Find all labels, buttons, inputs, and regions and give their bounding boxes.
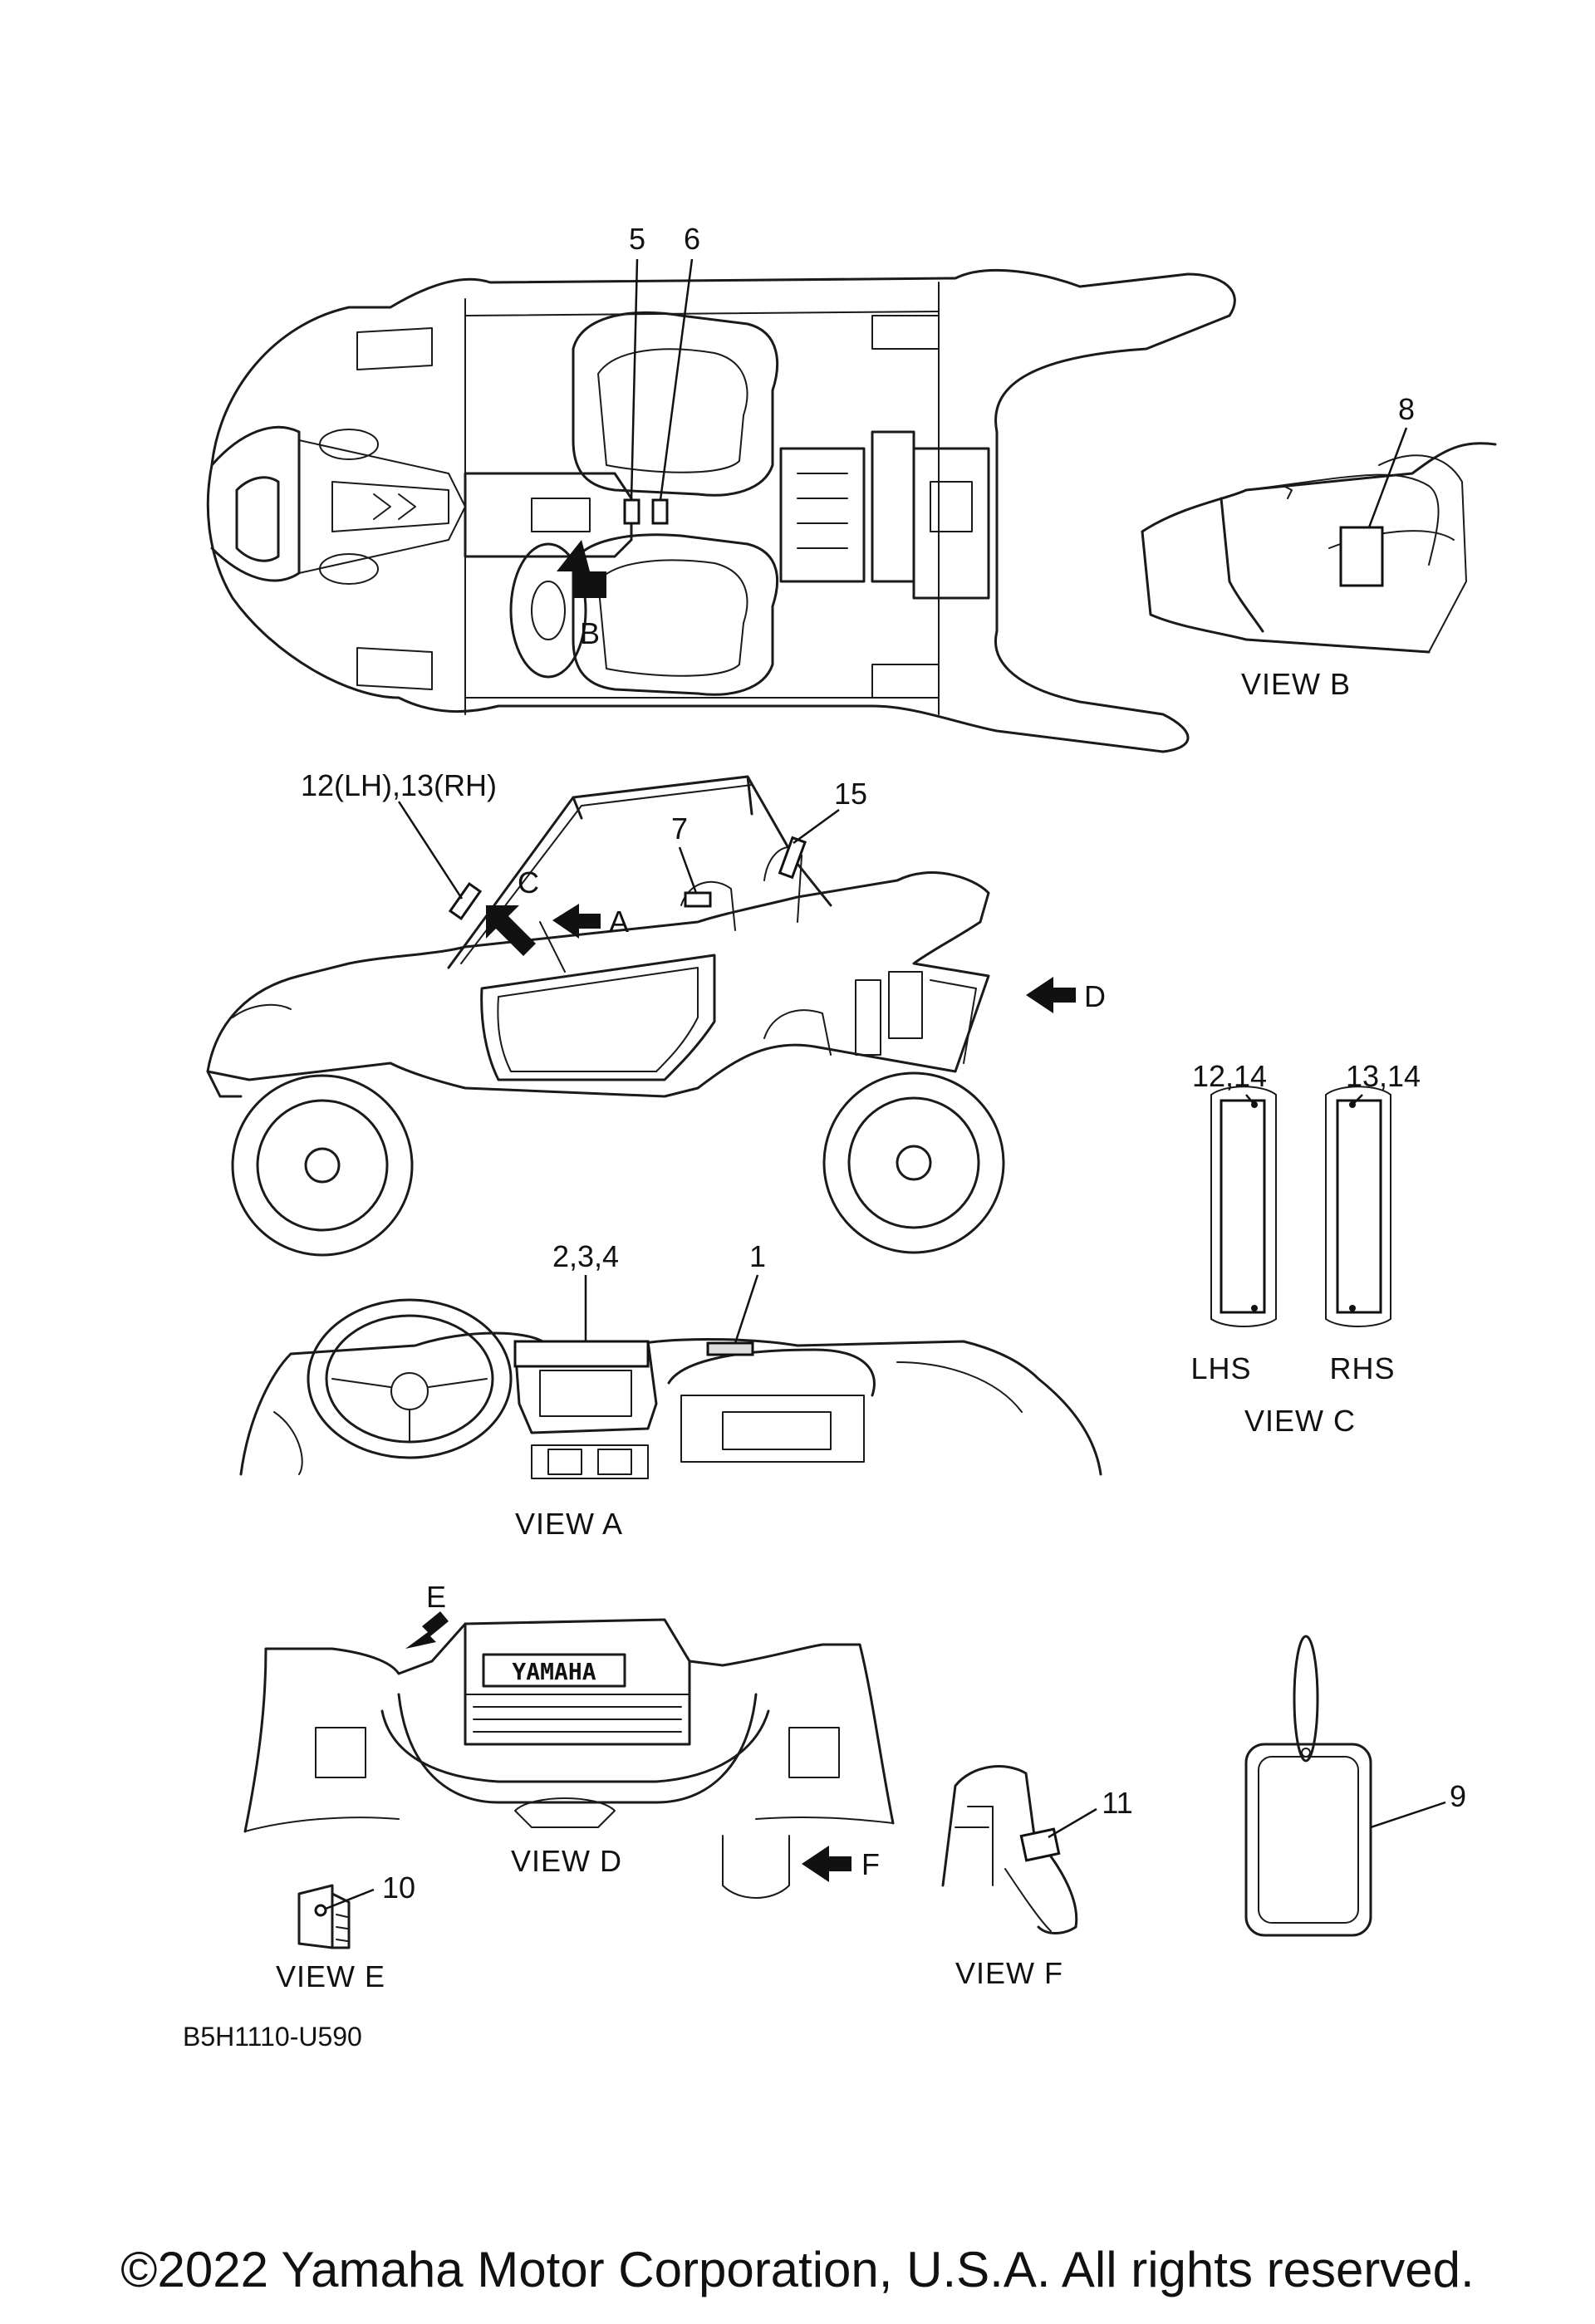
leader-8: [1367, 427, 1408, 528]
view-f-arrow: [802, 1846, 851, 1882]
leader-12-13: [397, 801, 464, 900]
callout-7: 7: [671, 811, 688, 846]
decal-5-marker: [623, 498, 640, 525]
view-b-title: VIEW B: [1241, 667, 1351, 701]
rivet-rhs-bottom: [1349, 1305, 1356, 1312]
view-e-title: VIEW E: [276, 1959, 385, 1993]
view-b-drawing: [1141, 442, 1497, 654]
diagram-code: B5H1110-U590: [183, 2022, 362, 2052]
decal-6-marker: [651, 498, 669, 525]
callout-10: 10: [382, 1870, 415, 1905]
decal-13-14-panel: [1336, 1099, 1382, 1314]
decal-7-marker: [684, 891, 712, 908]
view-b-arrow: [557, 540, 606, 598]
view-d-arrow: [1026, 977, 1076, 1013]
leader-13-14: [1352, 1094, 1363, 1106]
leader-12-14: [1245, 1094, 1255, 1106]
leader-15: [793, 808, 840, 845]
callout-2-3-4: 2,3,4: [552, 1239, 619, 1273]
decal-2-3-4-marker: [513, 1340, 650, 1368]
view-e-arrow: [405, 1611, 449, 1649]
view-a-title: VIEW A: [515, 1507, 623, 1541]
view-a-drawing: [239, 1298, 1102, 1479]
view-e-marker: E: [426, 1580, 446, 1614]
view-a-marker: A: [609, 905, 629, 939]
rivet-lhs-bottom: [1251, 1305, 1258, 1312]
decal-diagram: 5 6 B 8 VIEW B: [183, 222, 1497, 2052]
rhs-label: RHS: [1329, 1351, 1395, 1385]
top-view-vehicle-drawing: [206, 268, 1236, 753]
view-c-arrow: [486, 905, 536, 956]
decal-1-marker: [706, 1341, 754, 1356]
view-a-arrow: [552, 904, 601, 939]
leader-11: [1048, 1807, 1097, 1839]
decal-8-marker: [1339, 526, 1384, 587]
side-view-vehicle-drawing: [206, 775, 1005, 1257]
callout-5: 5: [629, 222, 645, 256]
view-c-drawing: [1210, 1086, 1391, 1327]
view-c-marker: C: [518, 865, 539, 900]
callout-1: 1: [749, 1239, 766, 1273]
hood-brand-text: YAMAHA: [512, 1658, 596, 1685]
view-d-drawing: [243, 1618, 895, 1899]
view-f-title: VIEW F: [955, 1956, 1063, 1990]
copyright-notice: ©2022 Yamaha Motor Corporation, U.S.A. A…: [120, 2242, 1475, 2297]
callout-15: 15: [834, 777, 867, 811]
callout-11: 11: [1102, 1786, 1132, 1820]
leader-7: [678, 846, 698, 894]
leader-10: [325, 1888, 375, 1910]
decal-12-14-panel: [1220, 1099, 1266, 1314]
view-d-marker: D: [1084, 979, 1106, 1013]
leader-6: [659, 258, 694, 501]
leader-1: [734, 1274, 759, 1344]
view-e-drawing: [297, 1884, 351, 1949]
hang-tag-9-drawing: [1244, 1635, 1372, 1937]
callout-12-13: 12(LH),13(RH): [301, 768, 497, 802]
decal-10-marker: [314, 1904, 327, 1917]
view-f-marker: F: [861, 1847, 880, 1881]
view-d-title: VIEW D: [511, 1844, 622, 1878]
callout-12-14: 12,14: [1192, 1059, 1267, 1093]
decal-12-13-marker: [448, 881, 483, 921]
leader-9: [1370, 1801, 1446, 1829]
callout-13-14: 13,14: [1346, 1059, 1421, 1093]
callout-8: 8: [1398, 392, 1415, 426]
view-c-title: VIEW C: [1244, 1404, 1356, 1438]
view-f-drawing: [941, 1765, 1078, 1934]
callout-9: 9: [1450, 1779, 1466, 1813]
view-b-marker: B: [580, 616, 600, 650]
lhs-label: LHS: [1190, 1351, 1251, 1385]
callout-6: 6: [684, 222, 700, 256]
leader-5: [630, 258, 639, 501]
